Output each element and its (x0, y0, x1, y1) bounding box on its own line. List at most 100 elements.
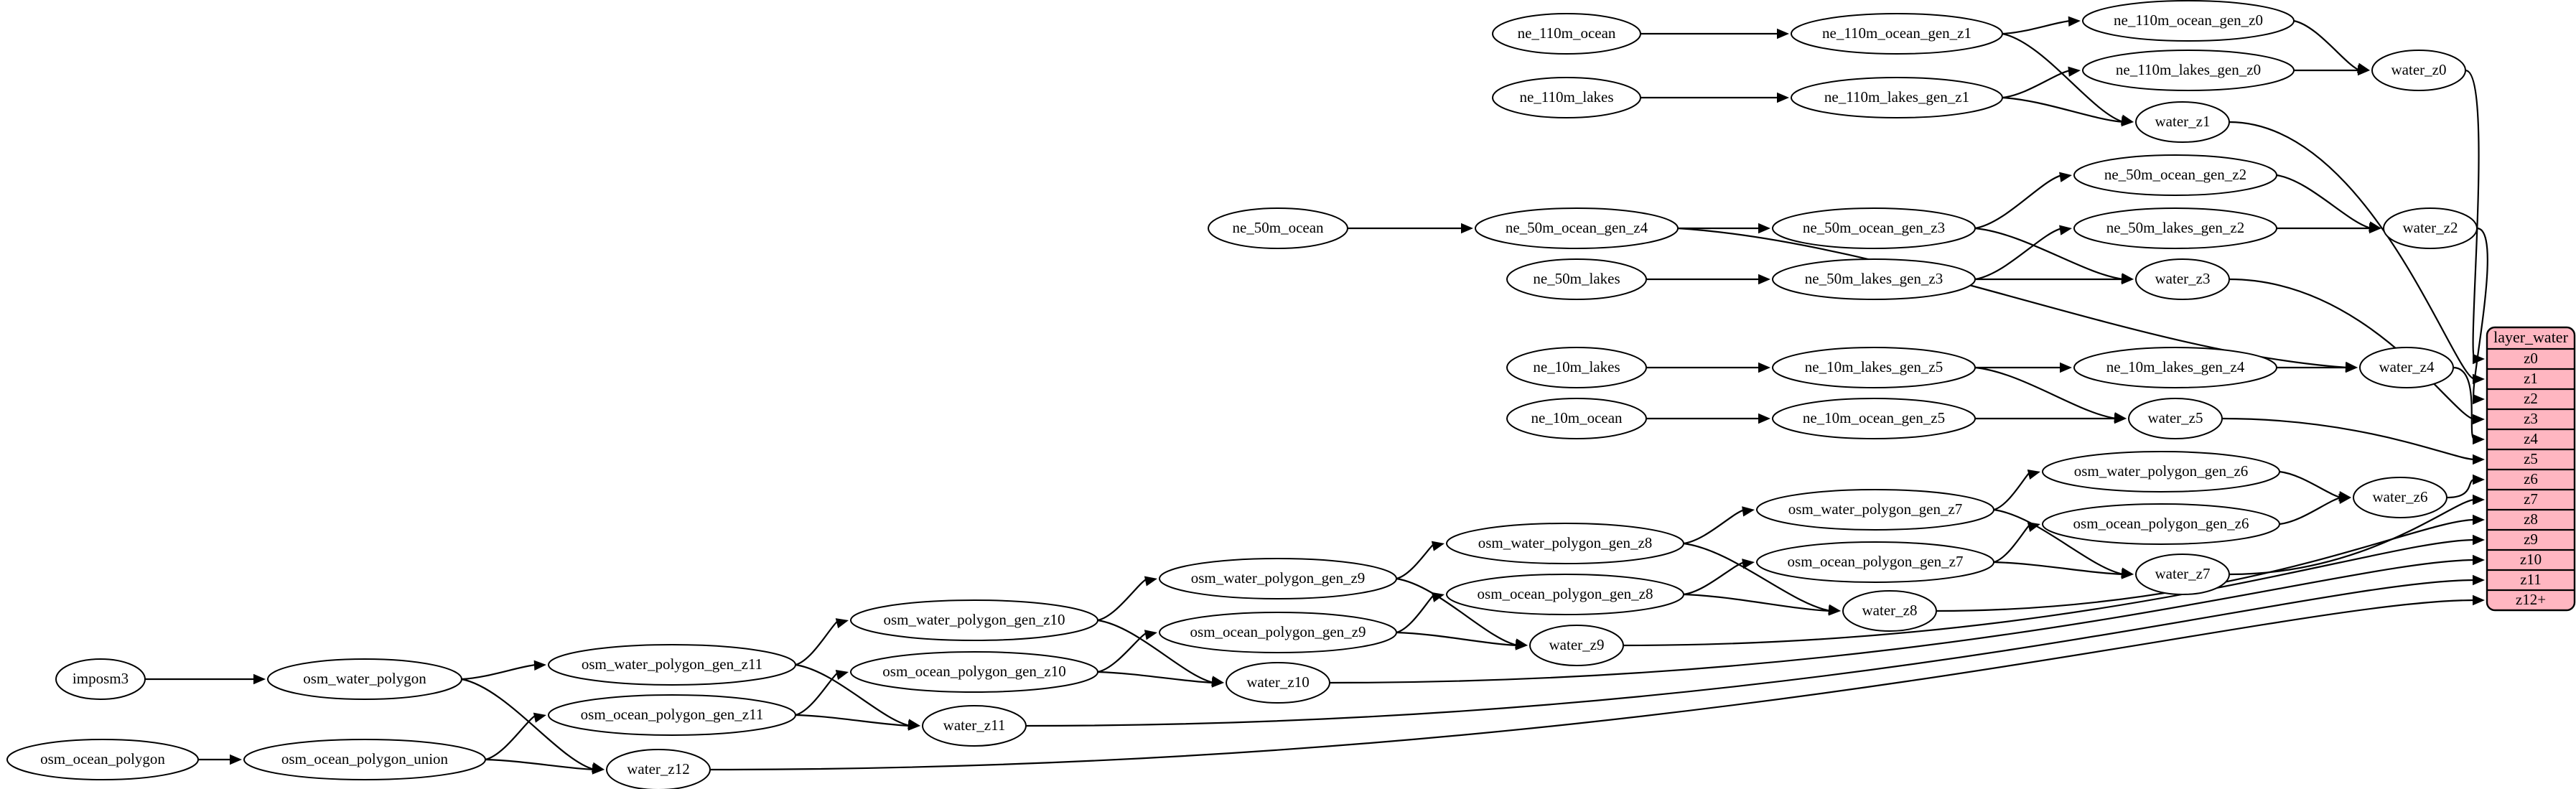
node-ne_10m_lakes_gen_z5[interactable]: ne_10m_lakes_gen_z5 (1772, 347, 1976, 388)
edge-osm_water_polygon_gen_z8-to-water_z8 (1683, 542, 1831, 612)
node-water_z5[interactable]: water_z5 (2128, 398, 2223, 439)
node-ne_50m_lakes[interactable]: ne_50m_lakes (1506, 258, 1647, 300)
node-ne_110m_lakes_gen_z1[interactable]: ne_110m_lakes_gen_z1 (1791, 77, 2003, 118)
node-ne_110m_ocean[interactable]: ne_110m_ocean (1492, 13, 1641, 55)
edge-osm_water_polygon_gen_z8-to-osm_water_polygon_gen_z7 (1683, 508, 1745, 545)
node-water_z11[interactable]: water_z11 (922, 705, 1027, 747)
node-shape (1492, 13, 1641, 55)
edge-arrowhead (2121, 116, 2134, 127)
node-ne_50m_ocean[interactable]: ne_50m_ocean (1208, 207, 1348, 249)
edge-osm_ocean_polygon_gen_z8-to-water_z8 (1683, 593, 1831, 612)
node-osm_water_polygon_gen_z6[interactable]: osm_water_polygon_gen_z6 (2042, 451, 2280, 492)
node-water_z8[interactable]: water_z8 (1842, 590, 1937, 632)
node-ne_50m_ocean_gen_z3[interactable]: ne_50m_ocean_gen_z3 (1772, 207, 1976, 249)
node-shape (1506, 258, 1647, 300)
edge-arrowhead (1777, 92, 1789, 103)
edge-osm_water_polygon_gen_z10-to-water_z10 (1097, 619, 1215, 684)
edge-arrowhead (230, 754, 242, 765)
node-osm_water_polygon_gen_z7[interactable]: osm_water_polygon_gen_z7 (1756, 489, 1994, 531)
edge-osm_water_polygon_gen_z11-to-water_z11 (795, 663, 911, 727)
node-osm_water_polygon_gen_z9[interactable]: osm_water_polygon_gen_z9 (1159, 558, 1397, 599)
edge-arrowhead (2059, 172, 2072, 182)
edge-osm_water_polygon_gen_z10-to-osm_water_polygon_gen_z9 (1097, 578, 1148, 622)
edge-ne_50m_lakes_gen_z3-to-ne_50m_lakes_gen_z2 (1974, 227, 2063, 281)
node-osm_ocean_polygon[interactable]: osm_ocean_polygon (6, 739, 199, 780)
edge-arrowhead (253, 673, 266, 685)
node-osm_ocean_polygon_gen_z9[interactable]: osm_ocean_polygon_gen_z9 (1159, 612, 1397, 653)
edge-arrowhead (1431, 592, 1445, 602)
node-ne_50m_lakes_gen_z3[interactable]: ne_50m_lakes_gen_z3 (1772, 258, 1976, 300)
node-shape (1756, 489, 1994, 531)
node-ne_50m_lakes_gen_z2[interactable]: ne_50m_lakes_gen_z2 (2073, 207, 2277, 249)
node-ne_10m_lakes[interactable]: ne_10m_lakes (1506, 347, 1647, 388)
node-shape (2073, 154, 2277, 196)
edge-arrowhead (1211, 677, 1224, 688)
node-shape (267, 658, 462, 700)
node-shape (606, 749, 711, 789)
node-water_z7[interactable]: water_z7 (2135, 554, 2230, 595)
node-shape (2082, 50, 2295, 91)
node-ne_110m_lakes[interactable]: ne_110m_lakes (1492, 77, 1641, 118)
edge-arrowhead (2473, 574, 2485, 586)
node-water_z3[interactable]: water_z3 (2135, 258, 2230, 300)
node-ne_50m_ocean_gen_z2[interactable]: ne_50m_ocean_gen_z2 (2073, 154, 2277, 196)
node-osm_water_polygon_gen_z10[interactable]: osm_water_polygon_gen_z10 (850, 599, 1098, 641)
edge-ne_110m_lakes_gen_z1-to-ne_110m_lakes_gen_z0 (2002, 69, 2071, 99)
edge-osm_ocean_polygon_gen_z7-to-osm_ocean_polygon_gen_z6 (1993, 523, 2031, 564)
node-shape (2371, 50, 2466, 91)
edge-arrowhead (2369, 223, 2381, 234)
node-ne_110m_lakes_gen_z0[interactable]: ne_110m_lakes_gen_z0 (2082, 50, 2295, 91)
node-shape (922, 705, 1027, 747)
edge-arrowhead (835, 618, 849, 629)
node-ne_10m_ocean[interactable]: ne_10m_ocean (1506, 398, 1647, 439)
node-ne_50m_ocean_gen_z4[interactable]: ne_50m_ocean_gen_z4 (1475, 207, 1679, 249)
node-ne_110m_ocean_gen_z0[interactable]: ne_110m_ocean_gen_z0 (2082, 0, 2295, 42)
record-table-layer_water[interactable]: layer_waterz0z1z2z3z4z5z6z7z8z9z10z11z12… (2486, 326, 2576, 612)
edge-arrowhead (2122, 274, 2134, 285)
node-water_z10[interactable]: water_z10 (1226, 662, 1330, 704)
node-water_z1[interactable]: water_z1 (2135, 101, 2230, 143)
edge-arrowhead (2473, 534, 2485, 546)
node-shape (548, 694, 796, 736)
edge-ne_50m_ocean_gen_z4-to-water_z4 (1677, 227, 2348, 369)
edge-arrowhead (1144, 630, 1157, 640)
edge-water_z1-to-layer_water-z1 (2229, 121, 2475, 381)
edge-osm_ocean_polygon_gen_z10-to-osm_ocean_polygon_gen_z9 (1097, 631, 1148, 673)
node-osm_water_polygon_gen_z8[interactable]: osm_water_polygon_gen_z8 (1446, 523, 1684, 564)
edge-arrowhead (2060, 362, 2072, 373)
node-osm_ocean_polygon_union[interactable]: osm_ocean_polygon_union (243, 739, 486, 780)
edge-osm_ocean_polygon_gen_z9-to-water_z9 (1396, 631, 1518, 647)
edge-arrowhead (2473, 454, 2485, 465)
node-water_z6[interactable]: water_z6 (2353, 477, 2447, 518)
node-water_z0[interactable]: water_z0 (2371, 50, 2466, 91)
edge-osm_water_polygon_gen_z7-to-osm_water_polygon_gen_z6 (1993, 471, 2031, 511)
node-ne_10m_lakes_gen_z4[interactable]: ne_10m_lakes_gen_z4 (2073, 347, 2277, 388)
node-ne_10m_ocean_gen_z5[interactable]: ne_10m_ocean_gen_z5 (1772, 398, 1976, 439)
node-osm_ocean_polygon_gen_z11[interactable]: osm_ocean_polygon_gen_z11 (548, 694, 796, 736)
edge-water_z6-to-layer_water-z6 (2446, 478, 2475, 499)
edge-arrowhead (592, 764, 605, 775)
node-osm_water_polygon_gen_z11[interactable]: osm_water_polygon_gen_z11 (548, 644, 796, 686)
node-osm_ocean_polygon_gen_z8[interactable]: osm_ocean_polygon_gen_z8 (1446, 574, 1684, 615)
node-imposm3[interactable]: imposm3 (55, 658, 146, 700)
node-ne_110m_ocean_gen_z1[interactable]: ne_110m_ocean_gen_z1 (1791, 13, 2003, 55)
node-osm_ocean_polygon_gen_z10[interactable]: osm_ocean_polygon_gen_z10 (850, 651, 1098, 693)
edge-arrowhead (1144, 576, 1157, 587)
node-shape (1475, 207, 1679, 249)
node-osm_water_polygon[interactable]: osm_water_polygon (267, 658, 462, 700)
node-water_z12[interactable]: water_z12 (606, 749, 711, 789)
layer-water-record-table[interactable]: layer_waterz0z1z2z3z4z5z6z7z8z9z10z11z12… (2486, 326, 2576, 612)
edge-osm_ocean_polygon_union-to-osm_ocean_polygon_gen_z11 (485, 714, 537, 761)
edge-ne_50m_ocean_gen_z3-to-water_z3 (1974, 227, 2124, 281)
edge-osm_ocean_polygon_gen_z8-to-osm_ocean_polygon_gen_z7 (1683, 561, 1745, 596)
node-water_z2[interactable]: water_z2 (2383, 207, 2478, 249)
node-water_z9[interactable]: water_z9 (1529, 625, 1624, 666)
edge-ne_50m_ocean_gen_z2-to-water_z2 (2276, 174, 2372, 230)
edge-arrowhead (2338, 493, 2351, 505)
node-osm_ocean_polygon_gen_z7[interactable]: osm_ocean_polygon_gen_z7 (1756, 541, 1994, 583)
node-water_z4[interactable]: water_z4 (2359, 347, 2454, 388)
edge-arrowhead (2473, 494, 2485, 505)
node-osm_ocean_polygon_gen_z6[interactable]: osm_ocean_polygon_gen_z6 (2042, 503, 2280, 545)
